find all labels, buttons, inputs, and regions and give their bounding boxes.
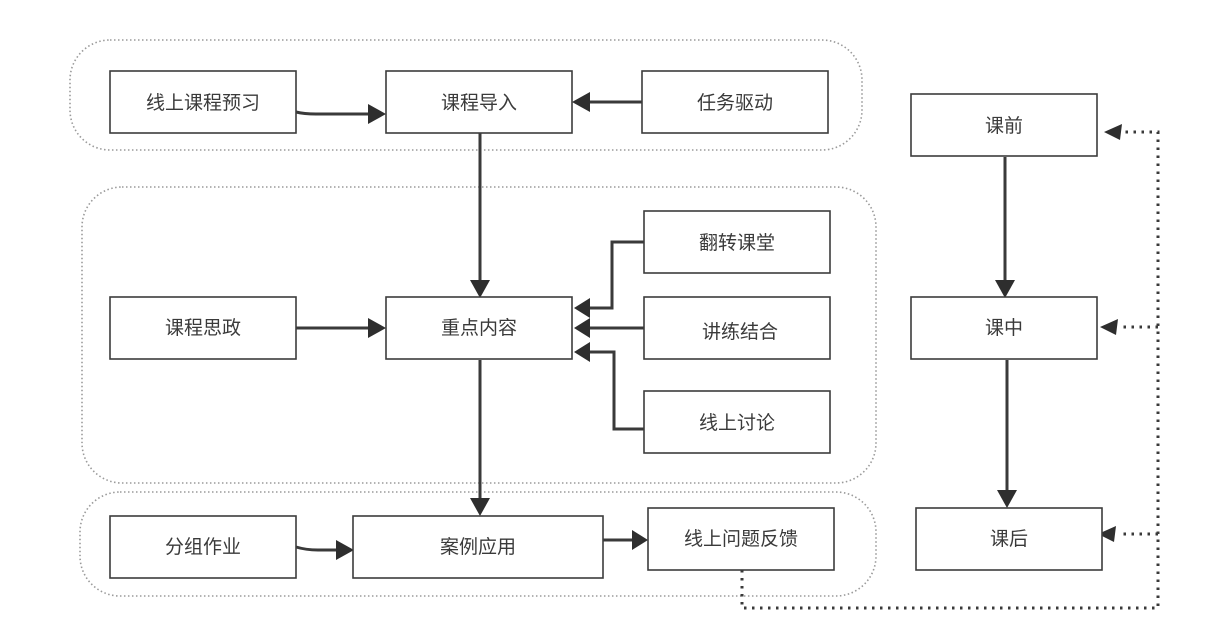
node-label: 线上课程预习 <box>146 92 260 114</box>
node-case-application[interactable]: 案例应用 <box>352 515 604 579</box>
arrowhead <box>574 298 590 318</box>
arrowhead <box>336 540 354 560</box>
arrowhead <box>632 530 648 550</box>
node-label: 讲练结合 <box>702 321 778 343</box>
node-label: 线上问题反馈 <box>684 528 798 550</box>
edge-discussion-to-key <box>590 350 644 431</box>
node-after-class[interactable]: 课后 <box>915 507 1103 571</box>
node-lecture-practice[interactable]: 讲练结合 <box>643 296 831 360</box>
node-during-class[interactable]: 课中 <box>910 296 1098 360</box>
arrowhead <box>368 104 386 124</box>
dotted-edge-feedback-to-before <box>740 130 1160 610</box>
arrowhead <box>1100 319 1118 335</box>
arrowhead <box>995 280 1015 298</box>
arrowhead <box>470 280 490 298</box>
post-class-group <box>79 491 877 597</box>
node-group-homework[interactable]: 分组作业 <box>109 515 297 579</box>
node-label: 任务驱动 <box>697 92 773 114</box>
arrowhead <box>574 318 590 338</box>
node-task-driven[interactable]: 任务驱动 <box>641 70 829 134</box>
node-label: 重点内容 <box>441 317 517 339</box>
arrowhead <box>997 490 1017 508</box>
node-online-preview[interactable]: 线上课程预习 <box>109 70 297 134</box>
node-label: 课中 <box>985 317 1023 339</box>
arrowhead <box>470 498 490 516</box>
edge-flipped-to-key <box>590 240 644 310</box>
pre-class-group <box>69 39 863 151</box>
node-online-discussion[interactable]: 线上讨论 <box>643 390 831 454</box>
edge-preview-to-intro <box>295 110 368 116</box>
node-label: 课程思政 <box>165 317 241 339</box>
feedback-loop <box>740 124 1160 610</box>
node-online-feedback[interactable]: 线上问题反馈 <box>647 507 835 571</box>
arrowhead <box>368 318 386 338</box>
arrowhead <box>1104 124 1122 140</box>
arrowhead <box>1098 526 1116 542</box>
arrowhead <box>572 92 590 112</box>
node-label: 案例应用 <box>440 536 516 558</box>
node-course-intro[interactable]: 课程导入 <box>385 70 573 134</box>
edges <box>295 92 1017 560</box>
edge-homework-to-case <box>295 545 336 552</box>
arrowhead <box>574 342 590 362</box>
node-label: 分组作业 <box>165 536 241 558</box>
node-label: 翻转课堂 <box>699 232 775 254</box>
node-before-class[interactable]: 课前 <box>910 93 1098 157</box>
node-label: 课前 <box>985 115 1023 137</box>
node-flipped-class[interactable]: 翻转课堂 <box>643 210 831 274</box>
node-key-content[interactable]: 重点内容 <box>385 296 573 360</box>
node-label: 课后 <box>990 528 1028 550</box>
node-ideological[interactable]: 课程思政 <box>109 296 297 360</box>
node-label: 线上讨论 <box>699 412 775 434</box>
node-label: 课程导入 <box>441 92 517 114</box>
